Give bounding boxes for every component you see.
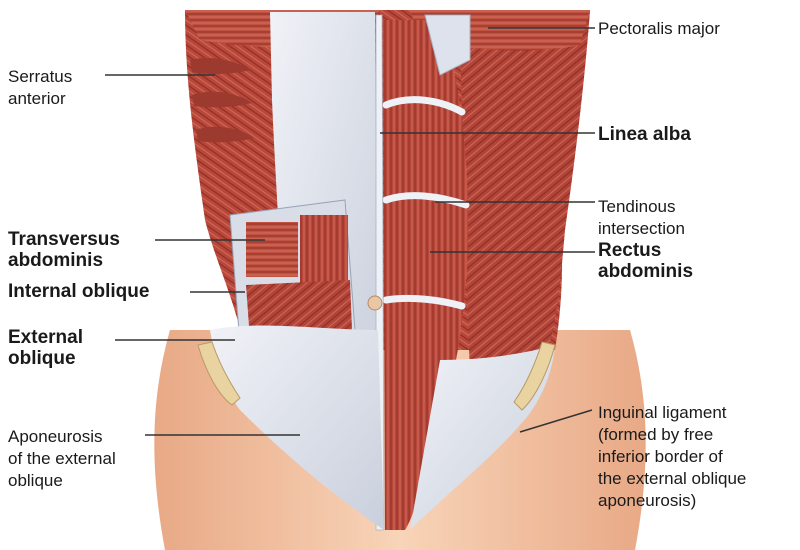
label-internal-oblique: Internal oblique	[8, 281, 150, 302]
label-serratus-anterior: Serratus anterior	[8, 67, 73, 108]
aponeurosis-left	[210, 325, 384, 530]
external-oblique-right	[460, 10, 590, 380]
label-inguinal-ligament: Inguinal ligament (formed by free inferi…	[598, 403, 747, 510]
sheath-flap	[424, 14, 471, 76]
leader-lines	[105, 27, 595, 436]
iliac-crest-right	[513, 341, 556, 411]
label-aponeurosis: Aponeurosis of the external oblique	[8, 427, 116, 490]
leader-inguinal	[519, 409, 593, 433]
label-external-oblique: External oblique	[8, 327, 83, 369]
label-linea-alba: Linea alba	[598, 124, 691, 145]
serratus-digitations	[190, 58, 254, 143]
label-tendinous-intersection: Tendinous intersection	[598, 197, 685, 238]
iliac-crest-left	[197, 341, 241, 406]
transversus-window	[246, 222, 298, 277]
internal-oblique-window	[300, 215, 348, 285]
aponeurosis-right	[410, 345, 555, 530]
label-pectoralis-major: Pectoralis major	[598, 19, 720, 38]
umbilicus	[367, 295, 383, 311]
label-transversus-abdominis: Transversus abdominis	[8, 229, 120, 271]
label-rectus-abdominis: Rectus abdominis	[598, 240, 694, 282]
